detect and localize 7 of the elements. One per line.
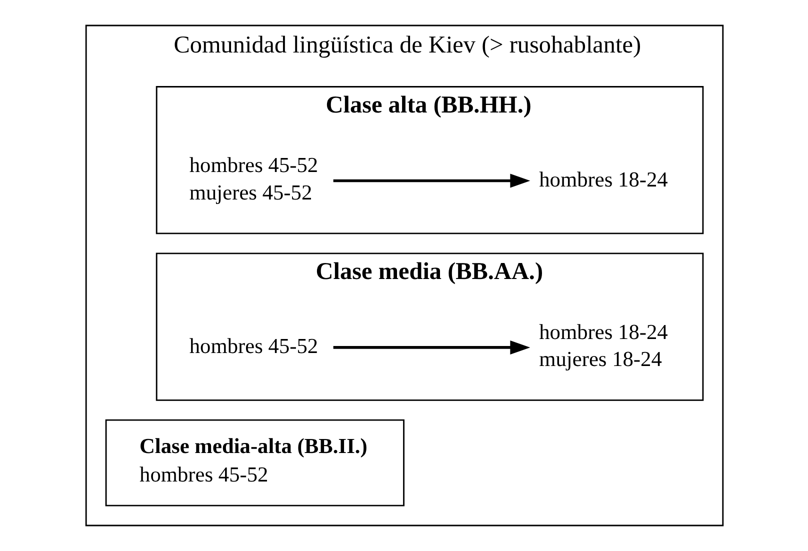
node-text: hombres 45-52 — [188, 334, 318, 358]
node-text: hombres 45-52 mujeres 45-52 — [188, 153, 318, 204]
arrow — [332, 340, 530, 354]
node-text: hombres 18-24 — [538, 167, 668, 192]
node-box: Clase media-alta (BB.II.) hombres 45-52 — [104, 419, 404, 506]
node-text: hombres 18-24 mujeres 18-24 — [538, 320, 668, 371]
arrow — [332, 174, 530, 188]
